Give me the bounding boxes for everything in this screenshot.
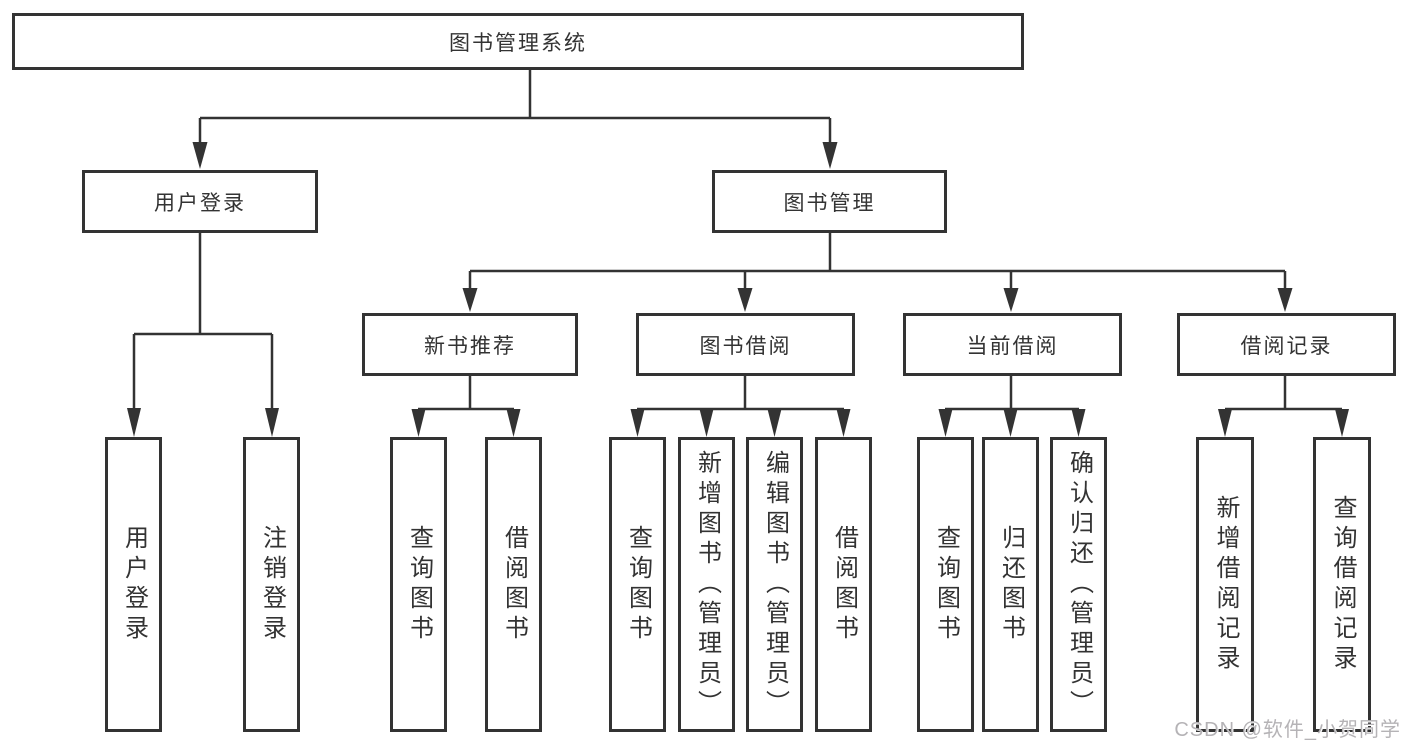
connector-book-management-to-level2 [462,233,1293,312]
leaf-add-books-admin: 新增图书（管理员） [678,437,735,732]
node-book-borrowing: 图书借阅 [636,313,855,376]
node-borrow-records: 借阅记录 [1177,313,1396,376]
csdn-watermark: CSDN @软件_小贺同学 [1174,719,1401,741]
leaf-borrow-books: 借阅图书 [815,437,872,732]
leaf-query-books-current: 查询图书 [917,437,974,732]
node-current-borrowing: 当前借阅 [903,313,1122,376]
leaf-add-borrow-record: 新增借阅记录 [1196,437,1254,732]
node-book-management: 图书管理 [712,170,947,233]
connector-book-borrow-to-leaves [630,376,851,437]
leaf-logout: 注销登录 [243,437,300,732]
connector-user-login-to-leaves [127,233,279,437]
leaf-query-borrow-record: 查询借阅记录 [1313,437,1371,732]
node-new-book-recommendation: 新书推荐 [362,313,578,376]
leaf-edit-books-admin: 编辑图书（管理员） [746,437,803,732]
leaf-return-books: 归还图书 [982,437,1039,732]
leaf-query-books-recommend: 查询图书 [390,437,447,732]
leaf-user-login: 用户登录 [105,437,162,732]
connector-borrow-records-to-leaves [1218,376,1349,437]
connector-current-borrow-to-leaves [938,376,1086,437]
leaf-query-books-borrow: 查询图书 [609,437,666,732]
node-library-management-system: 图书管理系统 [12,13,1024,70]
node-user-login: 用户登录 [82,170,318,233]
connector-new-book-to-leaves [411,376,521,437]
leaf-borrow-books-recommend: 借阅图书 [485,437,542,732]
connector-root-to-level1 [192,70,838,169]
leaf-confirm-return-admin: 确认归还（管理员） [1050,437,1107,732]
